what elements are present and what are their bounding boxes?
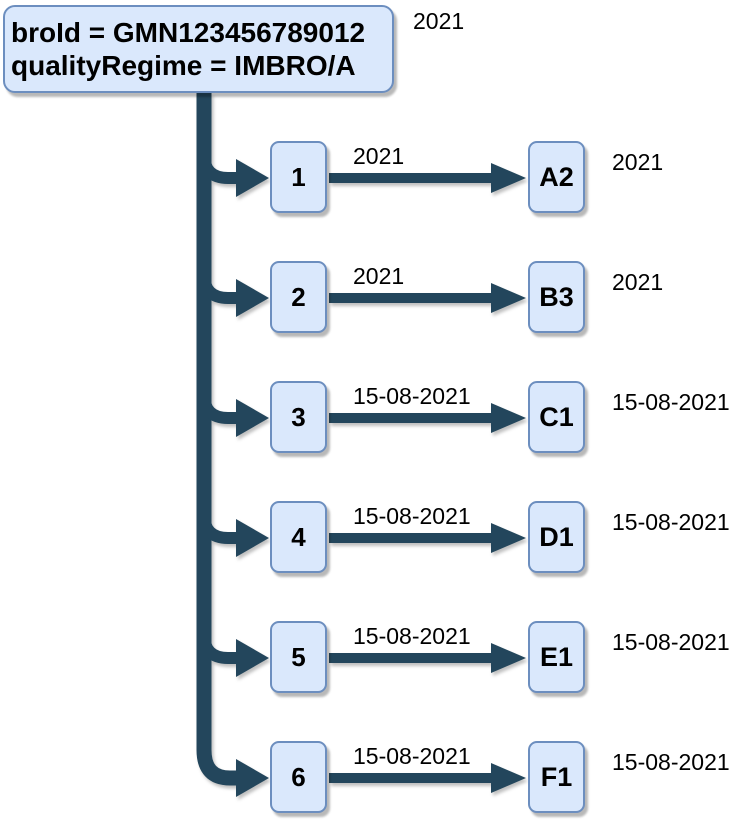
row-date-label: 2021 <box>612 149 664 175</box>
target-node-label: F1 <box>540 761 573 792</box>
target-node: E1 <box>528 621 585 693</box>
source-node-label: 3 <box>291 401 306 432</box>
edge-arrowhead-icon <box>491 283 526 313</box>
source-node: 1 <box>270 141 327 213</box>
edge-arrowhead-icon <box>491 763 526 793</box>
branch-arrowhead-icon <box>236 639 269 677</box>
target-node-label: D1 <box>539 521 574 552</box>
row-date-label: 15-08-2021 <box>612 749 730 775</box>
row-date-label: 2021 <box>612 269 664 295</box>
source-node-label: 1 <box>291 161 306 192</box>
edge-arrowhead-icon <box>491 163 526 193</box>
row-date-label: 15-08-2021 <box>612 389 730 415</box>
edge-date-label: 15-08-2021 <box>353 383 471 409</box>
root-node: broId = GMN123456789012 qualityRegime = … <box>3 5 394 93</box>
source-node: 3 <box>270 381 327 453</box>
branch-connector <box>198 380 239 424</box>
target-node-label: E1 <box>539 641 574 672</box>
source-node-label: 6 <box>291 761 306 792</box>
source-node-label: 4 <box>291 521 306 552</box>
edge-date-label: 2021 <box>353 143 405 169</box>
target-node: C1 <box>528 381 585 453</box>
edge-date-label: 15-08-2021 <box>353 503 471 529</box>
edge-arrowhead-icon <box>491 643 526 673</box>
root-node-line-qualityregime: qualityRegime = IMBRO/A <box>11 50 356 81</box>
target-node: D1 <box>528 501 585 573</box>
branch-connector <box>198 500 239 544</box>
edge-date-label: 15-08-2021 <box>353 623 471 649</box>
source-node: 4 <box>270 501 327 573</box>
branch-arrowhead-icon <box>236 399 269 437</box>
source-node-label: 2 <box>291 281 306 312</box>
root-date-label: 2021 <box>413 8 465 34</box>
branch-connector <box>198 140 239 184</box>
branch-arrowhead-icon <box>236 159 269 197</box>
edge-arrowhead-icon <box>491 523 526 553</box>
edge-date-label: 2021 <box>353 263 405 289</box>
source-node: 5 <box>270 621 327 693</box>
branch-connector <box>198 260 239 304</box>
source-node-label: 5 <box>291 641 306 672</box>
branch-arrowhead-icon <box>236 759 269 797</box>
target-node-label: A2 <box>539 161 574 192</box>
target-node: A2 <box>528 141 585 213</box>
source-node: 2 <box>270 261 327 333</box>
branch-arrowhead-icon <box>236 519 269 557</box>
target-node-label: B3 <box>539 281 574 312</box>
row-date-label: 15-08-2021 <box>612 509 730 535</box>
edge-arrowhead-icon <box>491 403 526 433</box>
edge-date-label: 15-08-2021 <box>353 743 471 769</box>
root-node-line-broid: broId = GMN123456789012 <box>11 17 366 48</box>
branch-connector <box>198 620 239 664</box>
trunk-connector <box>196 93 239 786</box>
target-node: B3 <box>528 261 585 333</box>
source-node: 6 <box>270 741 327 813</box>
row-date-label: 15-08-2021 <box>612 629 730 655</box>
branch-arrowhead-icon <box>236 279 269 317</box>
target-node: F1 <box>528 741 585 813</box>
target-node-label: C1 <box>539 401 574 432</box>
